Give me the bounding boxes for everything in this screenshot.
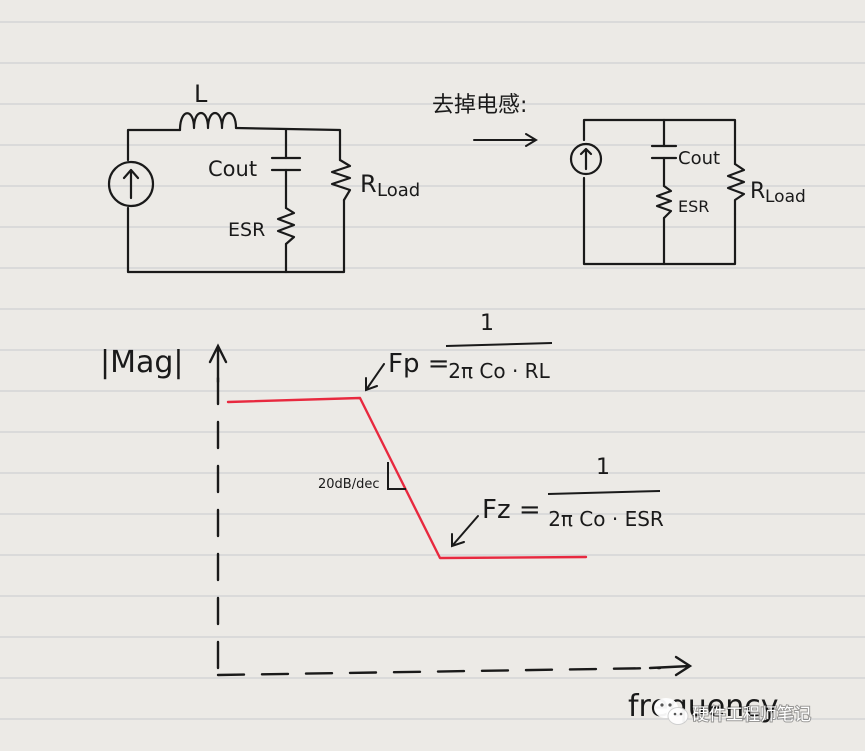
watermark: 硬件工程师笔记 <box>654 698 812 726</box>
right-load-subscript: Load <box>765 187 806 207</box>
bode-axes <box>208 343 693 677</box>
transform-label: 去掉电感: <box>432 93 527 118</box>
left-load-resistor-icon <box>330 158 352 202</box>
left-capacitor-icon <box>270 156 302 172</box>
right-capacitor-icon <box>650 144 678 160</box>
pole-lhs: Fp = <box>388 349 450 379</box>
zero-fraction-bar <box>547 490 661 495</box>
x-axis <box>216 666 662 677</box>
zero-numerator: 1 <box>596 455 610 480</box>
right-source-icon <box>569 142 603 176</box>
left-wires <box>126 126 346 274</box>
x-axis-arrow-icon <box>648 655 693 677</box>
y-axis-label: |Mag| <box>100 345 184 380</box>
right-load-resistor-icon <box>726 162 746 216</box>
slope-label: 20dB/dec <box>318 477 380 492</box>
left-load-subscript: Load <box>377 180 420 201</box>
slope-triangle-icon <box>387 462 406 490</box>
circuit-left <box>107 111 352 274</box>
right-esr-resistor-icon <box>655 184 673 220</box>
left-source-icon <box>107 160 155 208</box>
pole-denominator: 2π Co · RL <box>448 359 550 383</box>
circuit-right <box>569 118 746 266</box>
left-esr-resistor-icon <box>276 206 296 246</box>
right-load-label: R <box>750 179 765 204</box>
pole-fraction-bar <box>445 342 553 347</box>
right-wires <box>582 118 737 266</box>
inductor-label: L <box>194 80 208 108</box>
left-load-label: R <box>360 170 377 198</box>
y-axis-arrow-icon <box>208 343 228 384</box>
left-inductor-icon <box>178 111 238 132</box>
right-esr-label: ESR <box>678 197 709 216</box>
zero-lhs: Fz = <box>482 495 541 525</box>
left-capacitor-label: Cout <box>208 157 257 181</box>
transform-arrow-icon <box>473 133 538 147</box>
zero-denominator: 2π Co · ESR <box>548 507 664 531</box>
ruled-lines <box>0 21 865 720</box>
watermark-text: 硬件工程师笔记 <box>692 705 811 725</box>
x-axis-label: frequency <box>628 689 778 724</box>
pole-pointer-arrow-icon <box>365 363 385 392</box>
wechat-icon <box>654 698 689 725</box>
right-capacitor-label: Cout <box>678 148 720 169</box>
magnitude-curve <box>226 396 588 560</box>
zero-pointer-arrow-icon <box>451 515 479 548</box>
left-esr-label: ESR <box>228 219 265 241</box>
pole-numerator: 1 <box>480 311 494 336</box>
